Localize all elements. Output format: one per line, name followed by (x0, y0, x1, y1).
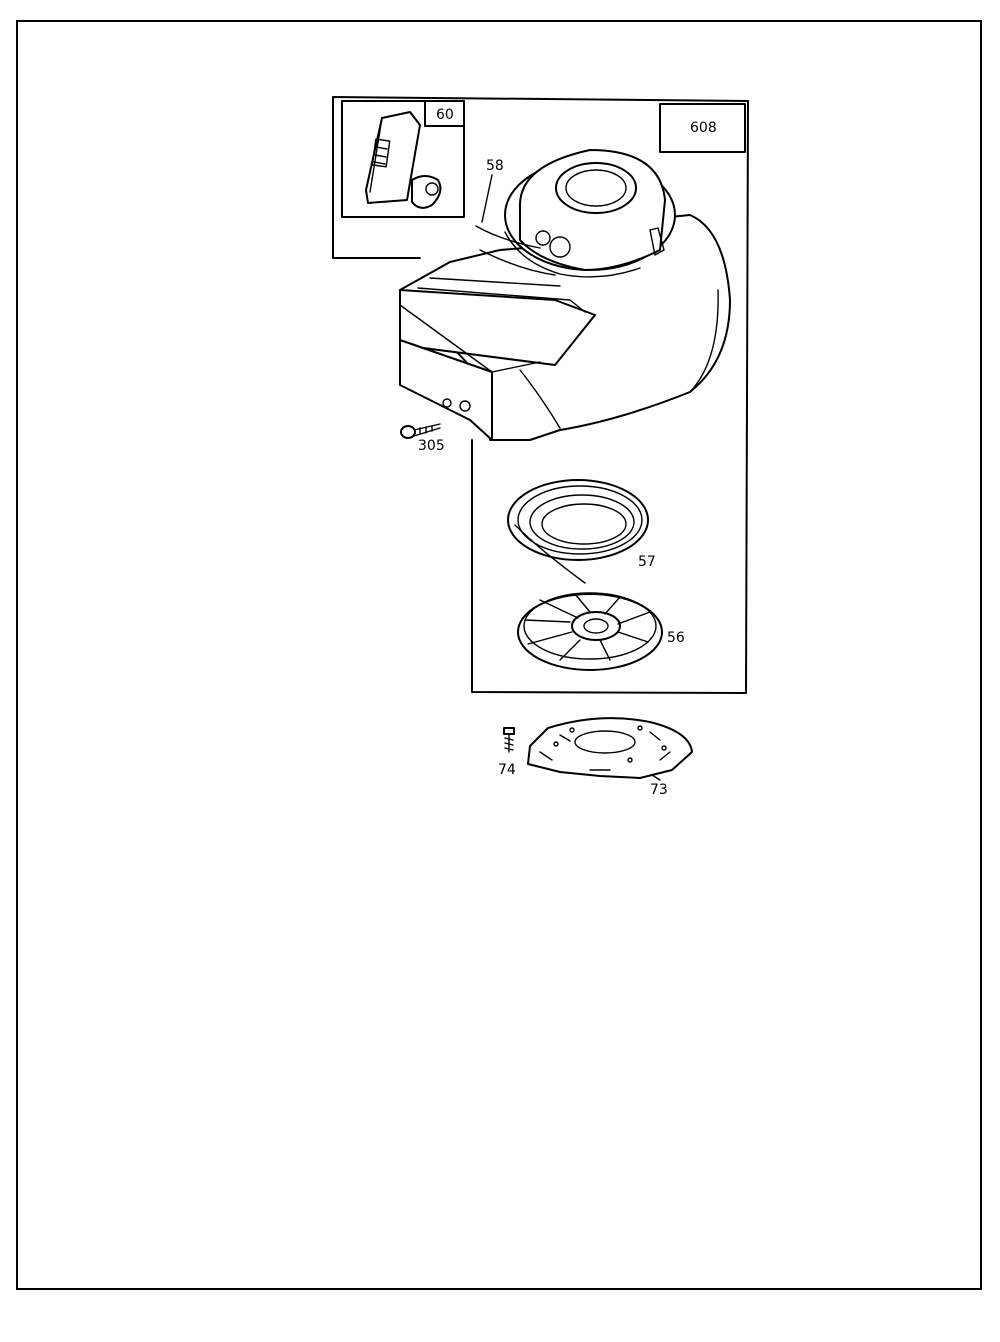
callout-608: 608 (690, 120, 717, 136)
pulley-56: 56 (517, 592, 685, 671)
inset-box-60: 60 (341, 100, 465, 218)
screw-305: 305 (400, 423, 445, 454)
callout-58: 58 (486, 158, 504, 174)
assembly-608-outline (332, 96, 749, 694)
callout-73: 73 (650, 782, 668, 798)
callout-60: 60 (436, 107, 454, 123)
callout-box-608: 608 (659, 103, 746, 153)
callout-74: 74 (498, 762, 516, 778)
page-border (16, 20, 982, 1290)
starter-handle-60 (365, 111, 442, 209)
screw-74: 74 (498, 727, 516, 778)
starter-plate-73: 73 (527, 717, 693, 798)
callout-305: 305 (418, 438, 445, 454)
callout-56: 56 (667, 630, 685, 646)
callout-57: 57 (638, 554, 656, 570)
rewind-spring-57: 57 (507, 479, 656, 584)
starter-rope-58: 58 (475, 158, 541, 249)
blower-housing (399, 149, 731, 441)
